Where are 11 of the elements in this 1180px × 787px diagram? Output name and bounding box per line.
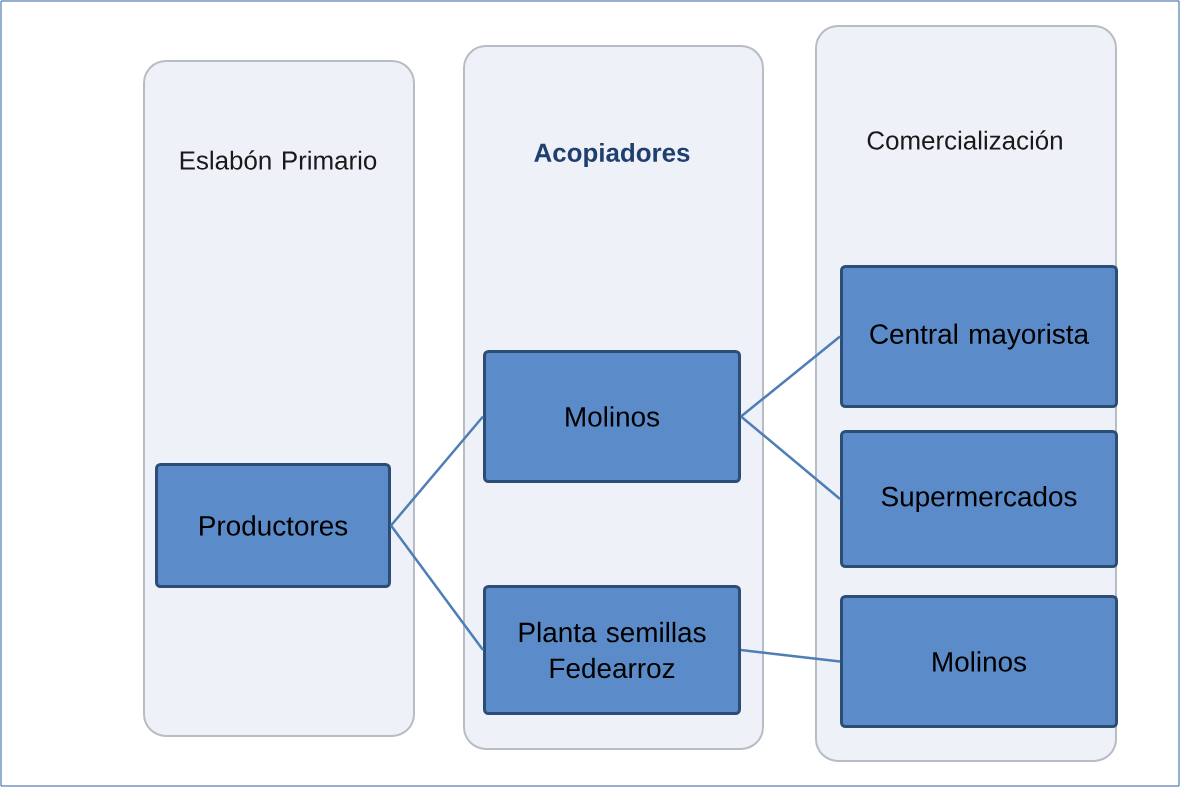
connector-line (740, 648, 841, 663)
process-box: Molinos (483, 350, 741, 483)
process-box: Central mayorista (840, 265, 1118, 408)
connector-line (390, 415, 484, 527)
process-box: Supermercados (840, 430, 1118, 568)
process-box: Productores (155, 463, 391, 588)
connector-line (390, 524, 484, 651)
process-box: Planta semillas Fedearroz (483, 585, 741, 715)
connector-line (740, 335, 841, 418)
process-box: Molinos (840, 595, 1118, 728)
connector-line (740, 415, 841, 500)
